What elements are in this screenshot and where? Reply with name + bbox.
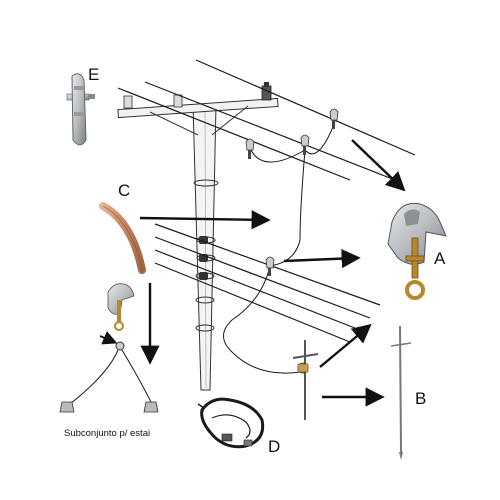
crossarm-insulators <box>123 82 272 109</box>
clamp-primary-2 <box>300 134 310 155</box>
arrow-c-to-pole <box>139 210 271 230</box>
installed-ground-rod <box>292 340 319 420</box>
upper-crossarm <box>117 97 279 136</box>
item-e-cable-clamp <box>66 73 95 146</box>
label-e: E <box>88 65 99 84</box>
subassembly-clamp <box>107 283 135 331</box>
primary-conductors <box>117 59 416 181</box>
label-a: A <box>434 249 446 268</box>
item-c-copper-stick <box>99 202 146 274</box>
clamp-primary-1 <box>245 138 255 159</box>
item-b-ground-rod <box>390 325 412 460</box>
subassembly-cables <box>69 341 153 405</box>
secondary-conductors <box>154 223 381 343</box>
clamp-primary-3 <box>329 108 339 129</box>
arrow-small-to-subassembly <box>99 331 118 345</box>
arrow-rod-to-a <box>319 323 372 368</box>
line-clamps <box>245 108 339 276</box>
arrow-to-a-from-middle <box>283 249 361 269</box>
grounding-leads <box>223 121 336 374</box>
item-d-grounding-harness <box>197 397 265 449</box>
item-a-grounding-clamp <box>387 202 447 300</box>
subassembly-end-clamps <box>59 401 159 413</box>
subassembly-caption: Subconjunto p/ estai <box>64 428 150 439</box>
arrow-to-a-from-top <box>351 139 406 192</box>
utility-pole <box>117 82 279 391</box>
callout-arrows <box>99 139 406 407</box>
label-b: B <box>415 389 426 408</box>
label-c: C <box>118 181 130 200</box>
label-d: D <box>268 437 280 456</box>
clamp-secondary <box>265 256 275 276</box>
